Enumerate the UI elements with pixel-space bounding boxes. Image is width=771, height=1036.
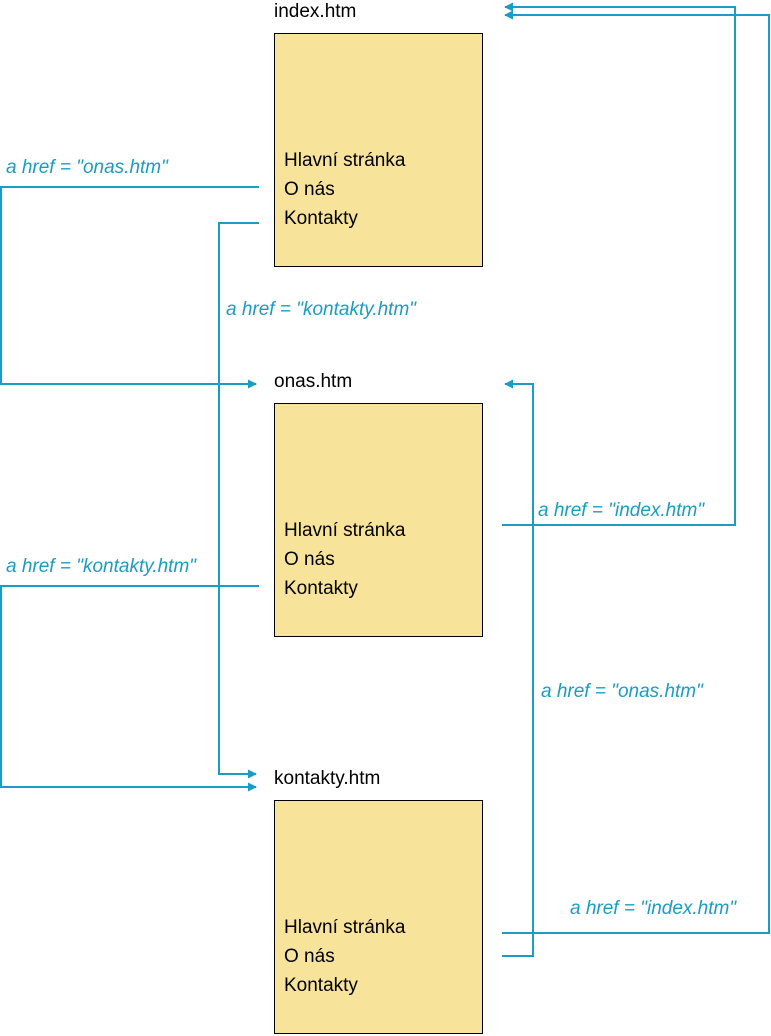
link-label-kontakty-to-index: a href = "index.htm": [570, 898, 737, 919]
menu-item-home[interactable]: Hlavní stránka: [284, 917, 406, 938]
connector-onas-to-kontakty: [0, 585, 259, 792]
link-label-index-to-onas: a href = "onas.htm": [6, 157, 168, 178]
connector-index-to-kontakty: [218, 222, 259, 779]
page-title-index: index.htm: [274, 1, 357, 22]
menu-item-about[interactable]: O nás: [284, 549, 335, 570]
link-label-kontakty-to-onas: a href = "onas.htm": [541, 681, 703, 702]
menu-item-home[interactable]: Hlavní stránka: [284, 520, 406, 541]
connector-kontakty-to-index: [502, 10, 770, 934]
menu-item-contacts[interactable]: Kontakty: [284, 208, 358, 229]
menu-item-about[interactable]: O nás: [284, 179, 335, 200]
menu-item-home[interactable]: Hlavní stránka: [284, 150, 406, 171]
page-title-kontakty: kontakty.htm: [274, 768, 381, 789]
connector-index-to-onas: [0, 186, 259, 389]
menu-item-contacts[interactable]: Kontakty: [284, 578, 358, 599]
page-box-index: Hlavní stránka O nás Kontakty: [274, 33, 483, 267]
menu-item-about[interactable]: O nás: [284, 946, 335, 967]
link-label-index-to-kontakty: a href = "kontakty.htm": [226, 299, 417, 320]
page-box-kontakty: Hlavní stránka O nás Kontakty: [274, 800, 483, 1034]
page-menu: Hlavní stránka O nás Kontakty: [284, 146, 405, 233]
menu-item-contacts[interactable]: Kontakty: [284, 975, 358, 996]
page-menu: Hlavní stránka O nás Kontakty: [284, 913, 405, 1000]
page-box-onas: Hlavní stránka O nás Kontakty: [274, 403, 483, 637]
connector-onas-to-index: [502, 2, 736, 526]
connector-kontakty-to-onas: [502, 379, 534, 957]
link-label-onas-to-kontakty: a href = "kontakty.htm": [6, 556, 197, 577]
page-menu: Hlavní stránka O nás Kontakty: [284, 516, 405, 603]
link-label-onas-to-index: a href = "index.htm": [538, 500, 705, 521]
page-title-onas: onas.htm: [274, 371, 353, 392]
